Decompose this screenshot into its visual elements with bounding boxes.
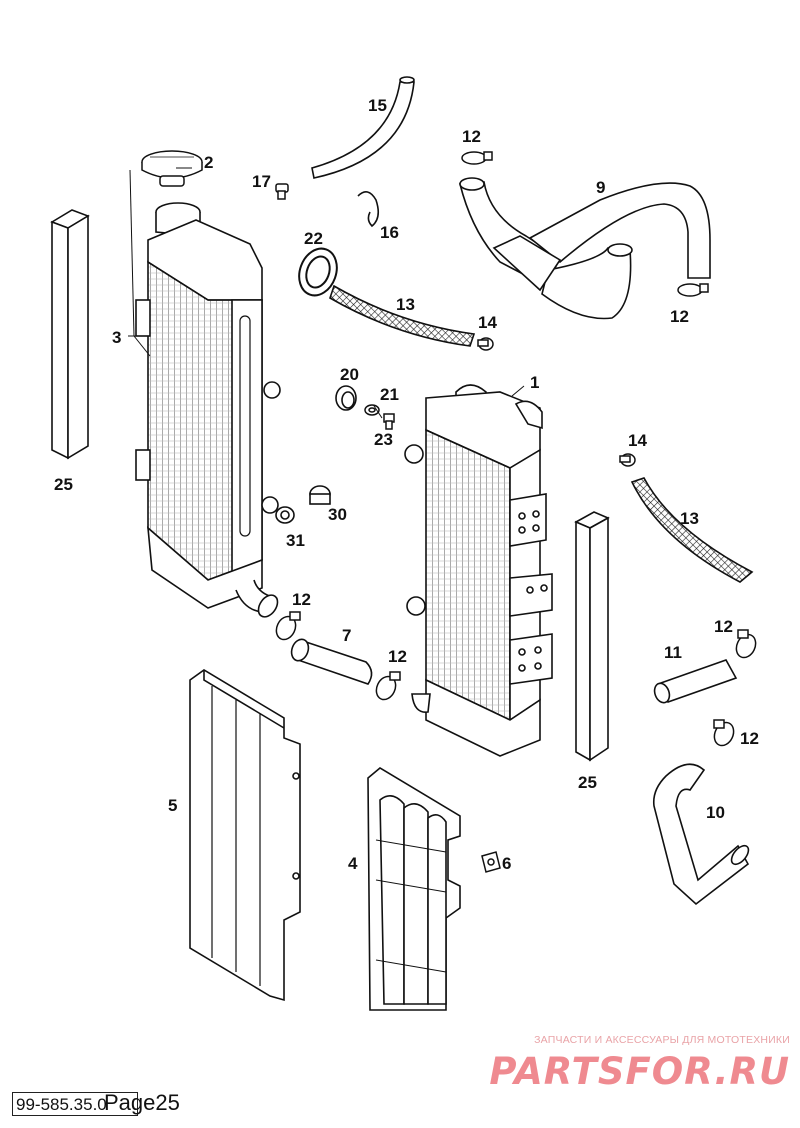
callout-2: 2	[204, 153, 213, 172]
callout-20: 20	[340, 365, 359, 384]
callout-12b: 12	[670, 307, 689, 326]
radiator-right	[404, 384, 553, 757]
radiator-shroud-left	[189, 669, 301, 1002]
callout-12e: 12	[714, 617, 733, 636]
hose-clamp-b	[677, 283, 709, 297]
callout-23: 23	[374, 430, 393, 449]
callout-17: 17	[252, 172, 271, 191]
callout-12d: 12	[388, 647, 407, 666]
radiator-left	[135, 202, 281, 618]
hose-clamp-e	[735, 629, 757, 659]
callout-11: 11	[664, 643, 682, 662]
clip-nut	[481, 851, 501, 873]
short-hose	[290, 638, 373, 685]
hose-clamp-d	[375, 671, 401, 701]
short-hose-right	[653, 659, 738, 704]
bolt	[383, 413, 395, 430]
drawing-code: 99-585.35.0	[12, 1092, 138, 1116]
callout-31: 31	[286, 531, 305, 550]
o-ring	[275, 506, 295, 524]
callout-4: 4	[348, 854, 358, 873]
callout-10: 10	[706, 803, 725, 822]
callout-5: 5	[168, 796, 177, 815]
callout-16: 16	[380, 223, 399, 242]
foam-strip-right	[574, 511, 610, 762]
callout-13a: 13	[396, 295, 415, 314]
hose-clamp-c	[275, 611, 301, 641]
hose-clip	[357, 191, 380, 228]
callout-15: 15	[368, 96, 387, 115]
screw	[275, 183, 289, 200]
breather-hose	[311, 76, 415, 179]
spring-clamp-lower	[619, 453, 636, 467]
fitting	[309, 485, 331, 505]
callout-21: 21	[380, 385, 399, 404]
hose-upper	[329, 284, 476, 347]
seal-ring	[298, 247, 338, 297]
y-hose	[458, 177, 711, 320]
callout-12a: 12	[462, 127, 481, 146]
hose-lower	[630, 477, 754, 583]
spring-clamp-upper	[477, 337, 494, 351]
leader-lines	[128, 167, 525, 419]
callout-13b: 13	[680, 509, 699, 528]
callout-6: 6	[502, 854, 511, 873]
callout-12f: 12	[740, 729, 759, 748]
callout-14b: 14	[628, 431, 647, 450]
callout-22: 22	[304, 229, 323, 248]
hose-clamp-f	[713, 719, 735, 747]
hose-clamp-a	[461, 151, 493, 165]
callout-25b: 25	[578, 773, 597, 792]
watermark-logo: PARTSFOR.RU	[489, 1050, 790, 1093]
callout-7: 7	[342, 626, 351, 645]
radiator-shroud-right	[367, 767, 461, 1011]
callout-numbers: 1 2 3 4 5 6 7 9 10 11 12 12 12 12 12 12 …	[54, 96, 759, 873]
callout-9: 9	[596, 178, 605, 197]
radiator-cap	[141, 150, 203, 187]
callout-12c: 12	[292, 590, 311, 609]
bent-hose	[652, 763, 750, 906]
callout-3: 3	[112, 328, 121, 347]
callout-1: 1	[530, 373, 539, 392]
grommet	[335, 385, 357, 411]
foam-strip-left	[50, 209, 90, 460]
callout-25a: 25	[54, 475, 73, 494]
page-label: Page25	[104, 1090, 180, 1115]
watermark-tagline: ЗАПЧАСТИ И АКСЕССУАРЫ ДЛЯ МОТОТЕХНИКИ	[534, 1034, 790, 1046]
callout-30: 30	[328, 505, 347, 524]
callout-14a: 14	[478, 313, 497, 332]
